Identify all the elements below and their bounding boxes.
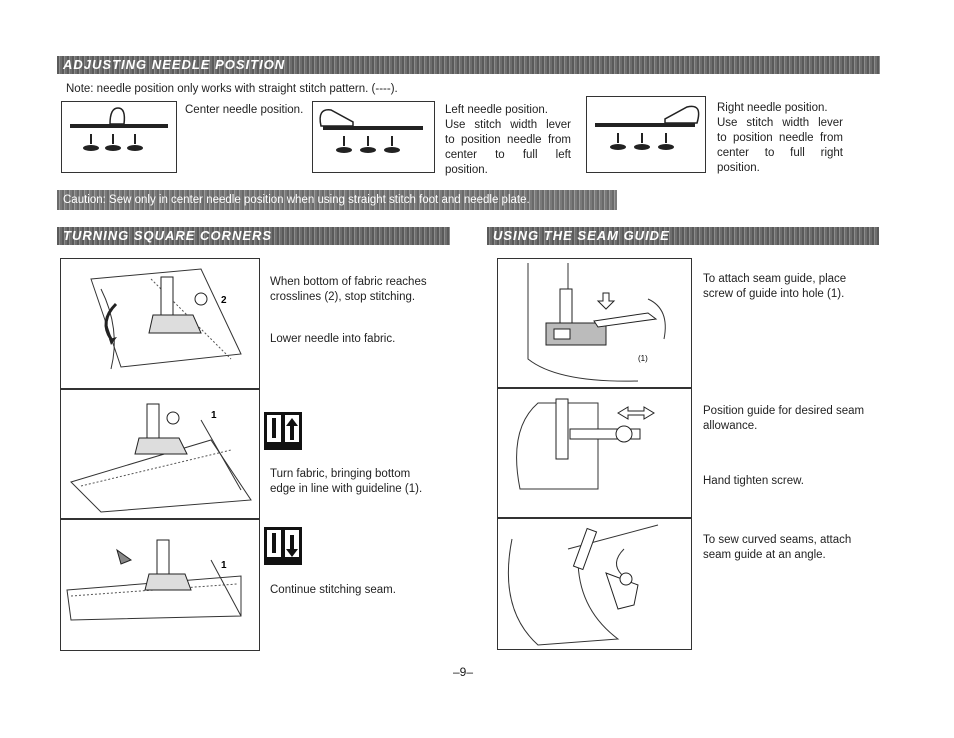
turning-square-corners-banner: TURNING SQUARE CORNERS	[57, 227, 450, 245]
seam-figure-2	[497, 388, 692, 518]
adjusting-needle-position-banner: ADJUSTING NEEDLE POSITION	[57, 56, 880, 74]
corner-step-1-text: When bottom of fabric reaches crosslines…	[270, 276, 427, 303]
center-needle-label: Center needle position.	[185, 104, 304, 116]
seam-step-3-text: Hand tighten screw.	[703, 475, 805, 487]
section-title-seam: USING THE SEAM GUIDE	[493, 228, 670, 243]
guideline-label-1a: 1	[211, 410, 217, 421]
seam-step-4-text: To sew curved seams, attach seam guide a…	[703, 534, 852, 561]
guideline-label-1b: 1	[221, 560, 227, 571]
crossline-label-2: 2	[221, 295, 227, 306]
corner-figure-1: 2	[60, 258, 260, 389]
needle-down-icon	[264, 412, 302, 450]
note-text: Note: needle position only works with st…	[66, 83, 398, 95]
hole-label: (1)	[638, 354, 648, 363]
seam-step-2-text: Position guide for desired seam allowanc…	[703, 405, 865, 432]
section-title-adjusting: ADJUSTING NEEDLE POSITION	[63, 57, 286, 72]
left-needle-illustration	[312, 101, 435, 173]
corner-figure-3: 1	[60, 519, 260, 651]
needle-up-icon	[264, 527, 302, 565]
center-needle-illustration	[61, 101, 177, 173]
caution-banner: Caution: Sew only in center needle posit…	[57, 190, 617, 210]
seam-figure-1: (1)	[497, 258, 692, 388]
corner-figure-2: 1	[60, 389, 260, 519]
right-needle-text: Right needle position. Use stitch width …	[717, 102, 843, 174]
corner-step-2-text: Turn fabric, bringing bottom edge in lin…	[270, 468, 423, 495]
seam-step-1-text: To attach seam guide, place screw of gui…	[703, 273, 847, 300]
corner-step-1b-text: Lower needle into fabric.	[270, 333, 396, 345]
left-needle-text: Left needle position. Use stitch width l…	[445, 104, 571, 176]
section-title-corners: TURNING SQUARE CORNERS	[63, 228, 273, 243]
corner-step-3-text: Continue stitching seam.	[270, 584, 396, 596]
using-seam-guide-banner: USING THE SEAM GUIDE	[487, 227, 879, 245]
right-needle-illustration	[586, 96, 706, 173]
seam-figure-3	[497, 518, 692, 650]
page-number: –9–	[453, 665, 474, 679]
